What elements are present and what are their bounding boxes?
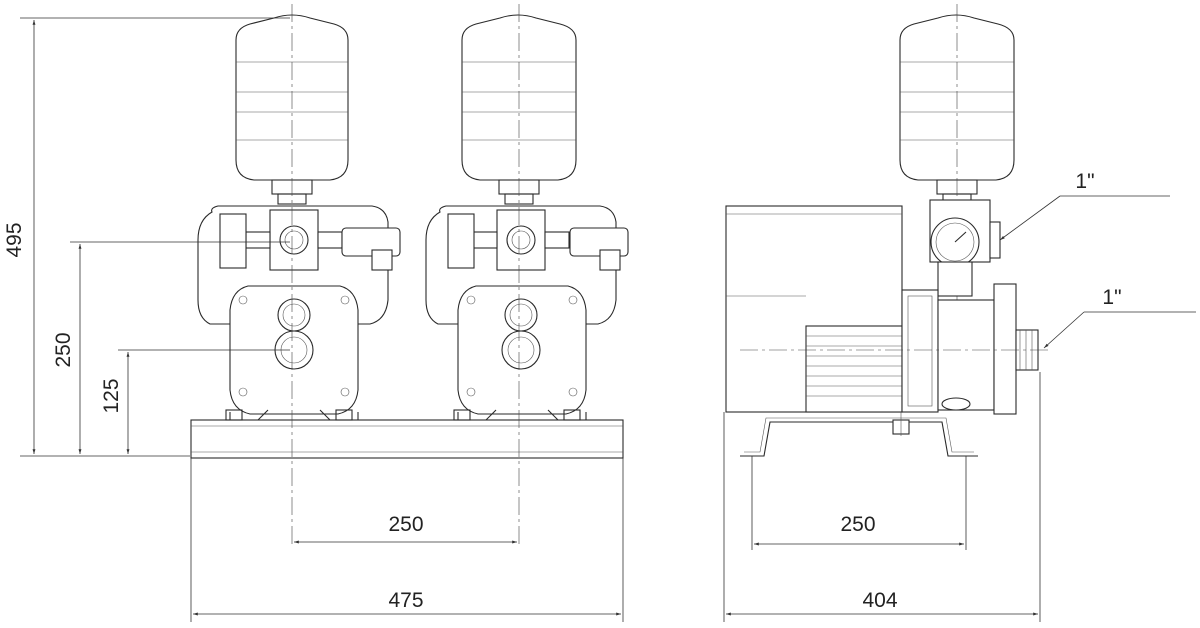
horizontal-dimensions-front	[190, 458, 624, 622]
label-outlet-size: 1"	[1075, 170, 1094, 193]
label-inlet-size: 1"	[1102, 286, 1121, 309]
vertical-dimensions	[20, 17, 290, 457]
dim-inlet-height: 125	[100, 378, 123, 413]
pump-unit-left	[197, 14, 401, 421]
base-plate-front	[190, 419, 624, 459]
side-view: 1" 1" 250 404	[723, 4, 1196, 622]
dim-pump-spacing-front: 250	[388, 513, 423, 536]
dim-outlet-height: 250	[52, 332, 75, 367]
dim-base-spacing-side: 250	[840, 513, 875, 536]
front-view: 495 250 125 250 475	[3, 4, 629, 622]
pump-unit-right	[425, 14, 629, 421]
horizontal-dimensions-side	[723, 372, 1041, 622]
dim-total-height: 495	[3, 222, 26, 257]
dim-total-depth-side: 404	[862, 589, 897, 612]
connection-leaders	[999, 195, 1196, 349]
dim-base-width-front: 475	[388, 589, 423, 612]
